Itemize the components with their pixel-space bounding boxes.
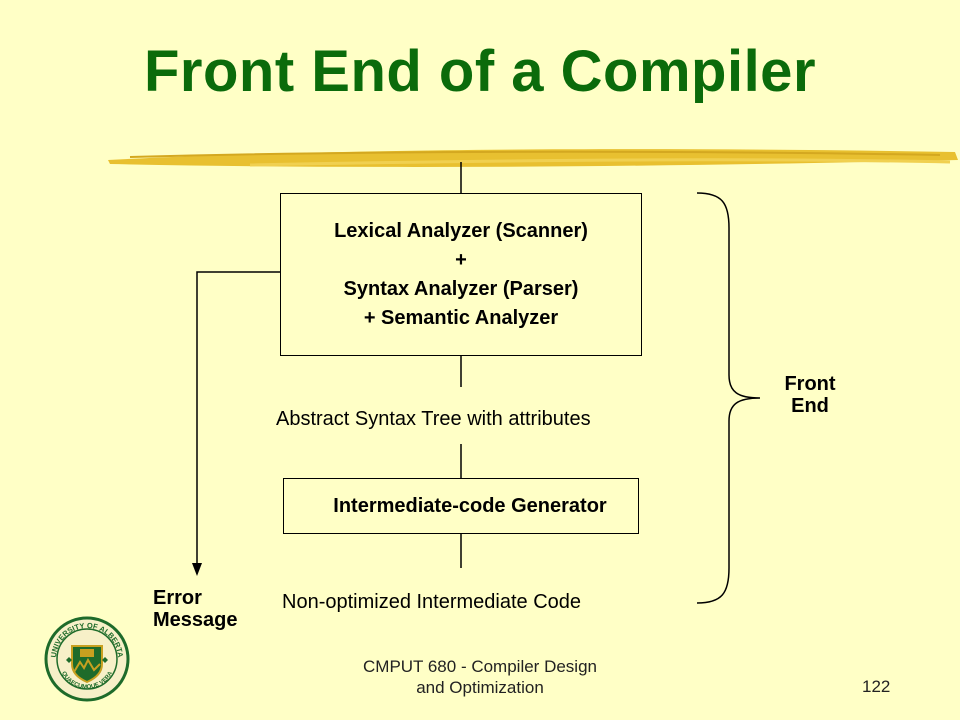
slide-title: Front End of a Compiler <box>143 39 817 104</box>
front-end-brace <box>696 192 761 604</box>
ast-label: Abstract Syntax Tree with attributes <box>276 408 591 430</box>
intermediate-code-generator-box: Intermediate-code Generator <box>283 478 639 534</box>
university-seal-logo: UNIVERSITY OF ALBERTA QUAECUMQUE VERA <box>44 616 130 702</box>
analyzer-line-1: Lexical Analyzer (Scanner) <box>334 219 588 242</box>
lexical-syntax-semantic-box: Lexical Analyzer (Scanner) + Syntax Anal… <box>280 193 642 356</box>
footer-course-title: CMPUT 680 - Compiler Design and Optimiza… <box>363 657 597 697</box>
error-message-label: Error Message <box>153 587 238 631</box>
title-underline <box>108 149 958 167</box>
analyzer-line-3: Syntax Analyzer (Parser) <box>343 277 579 300</box>
front-end-label: Front End <box>784 373 836 417</box>
analyzer-line-2: + <box>455 248 467 271</box>
footer-page-number: 122 <box>862 677 891 696</box>
error-arrow <box>192 271 280 576</box>
generator-label: Intermediate-code Generator <box>333 494 607 517</box>
analyzer-line-4: + Semantic Analyzer <box>363 306 559 329</box>
output-label: Non-optimized Intermediate Code <box>282 591 582 613</box>
